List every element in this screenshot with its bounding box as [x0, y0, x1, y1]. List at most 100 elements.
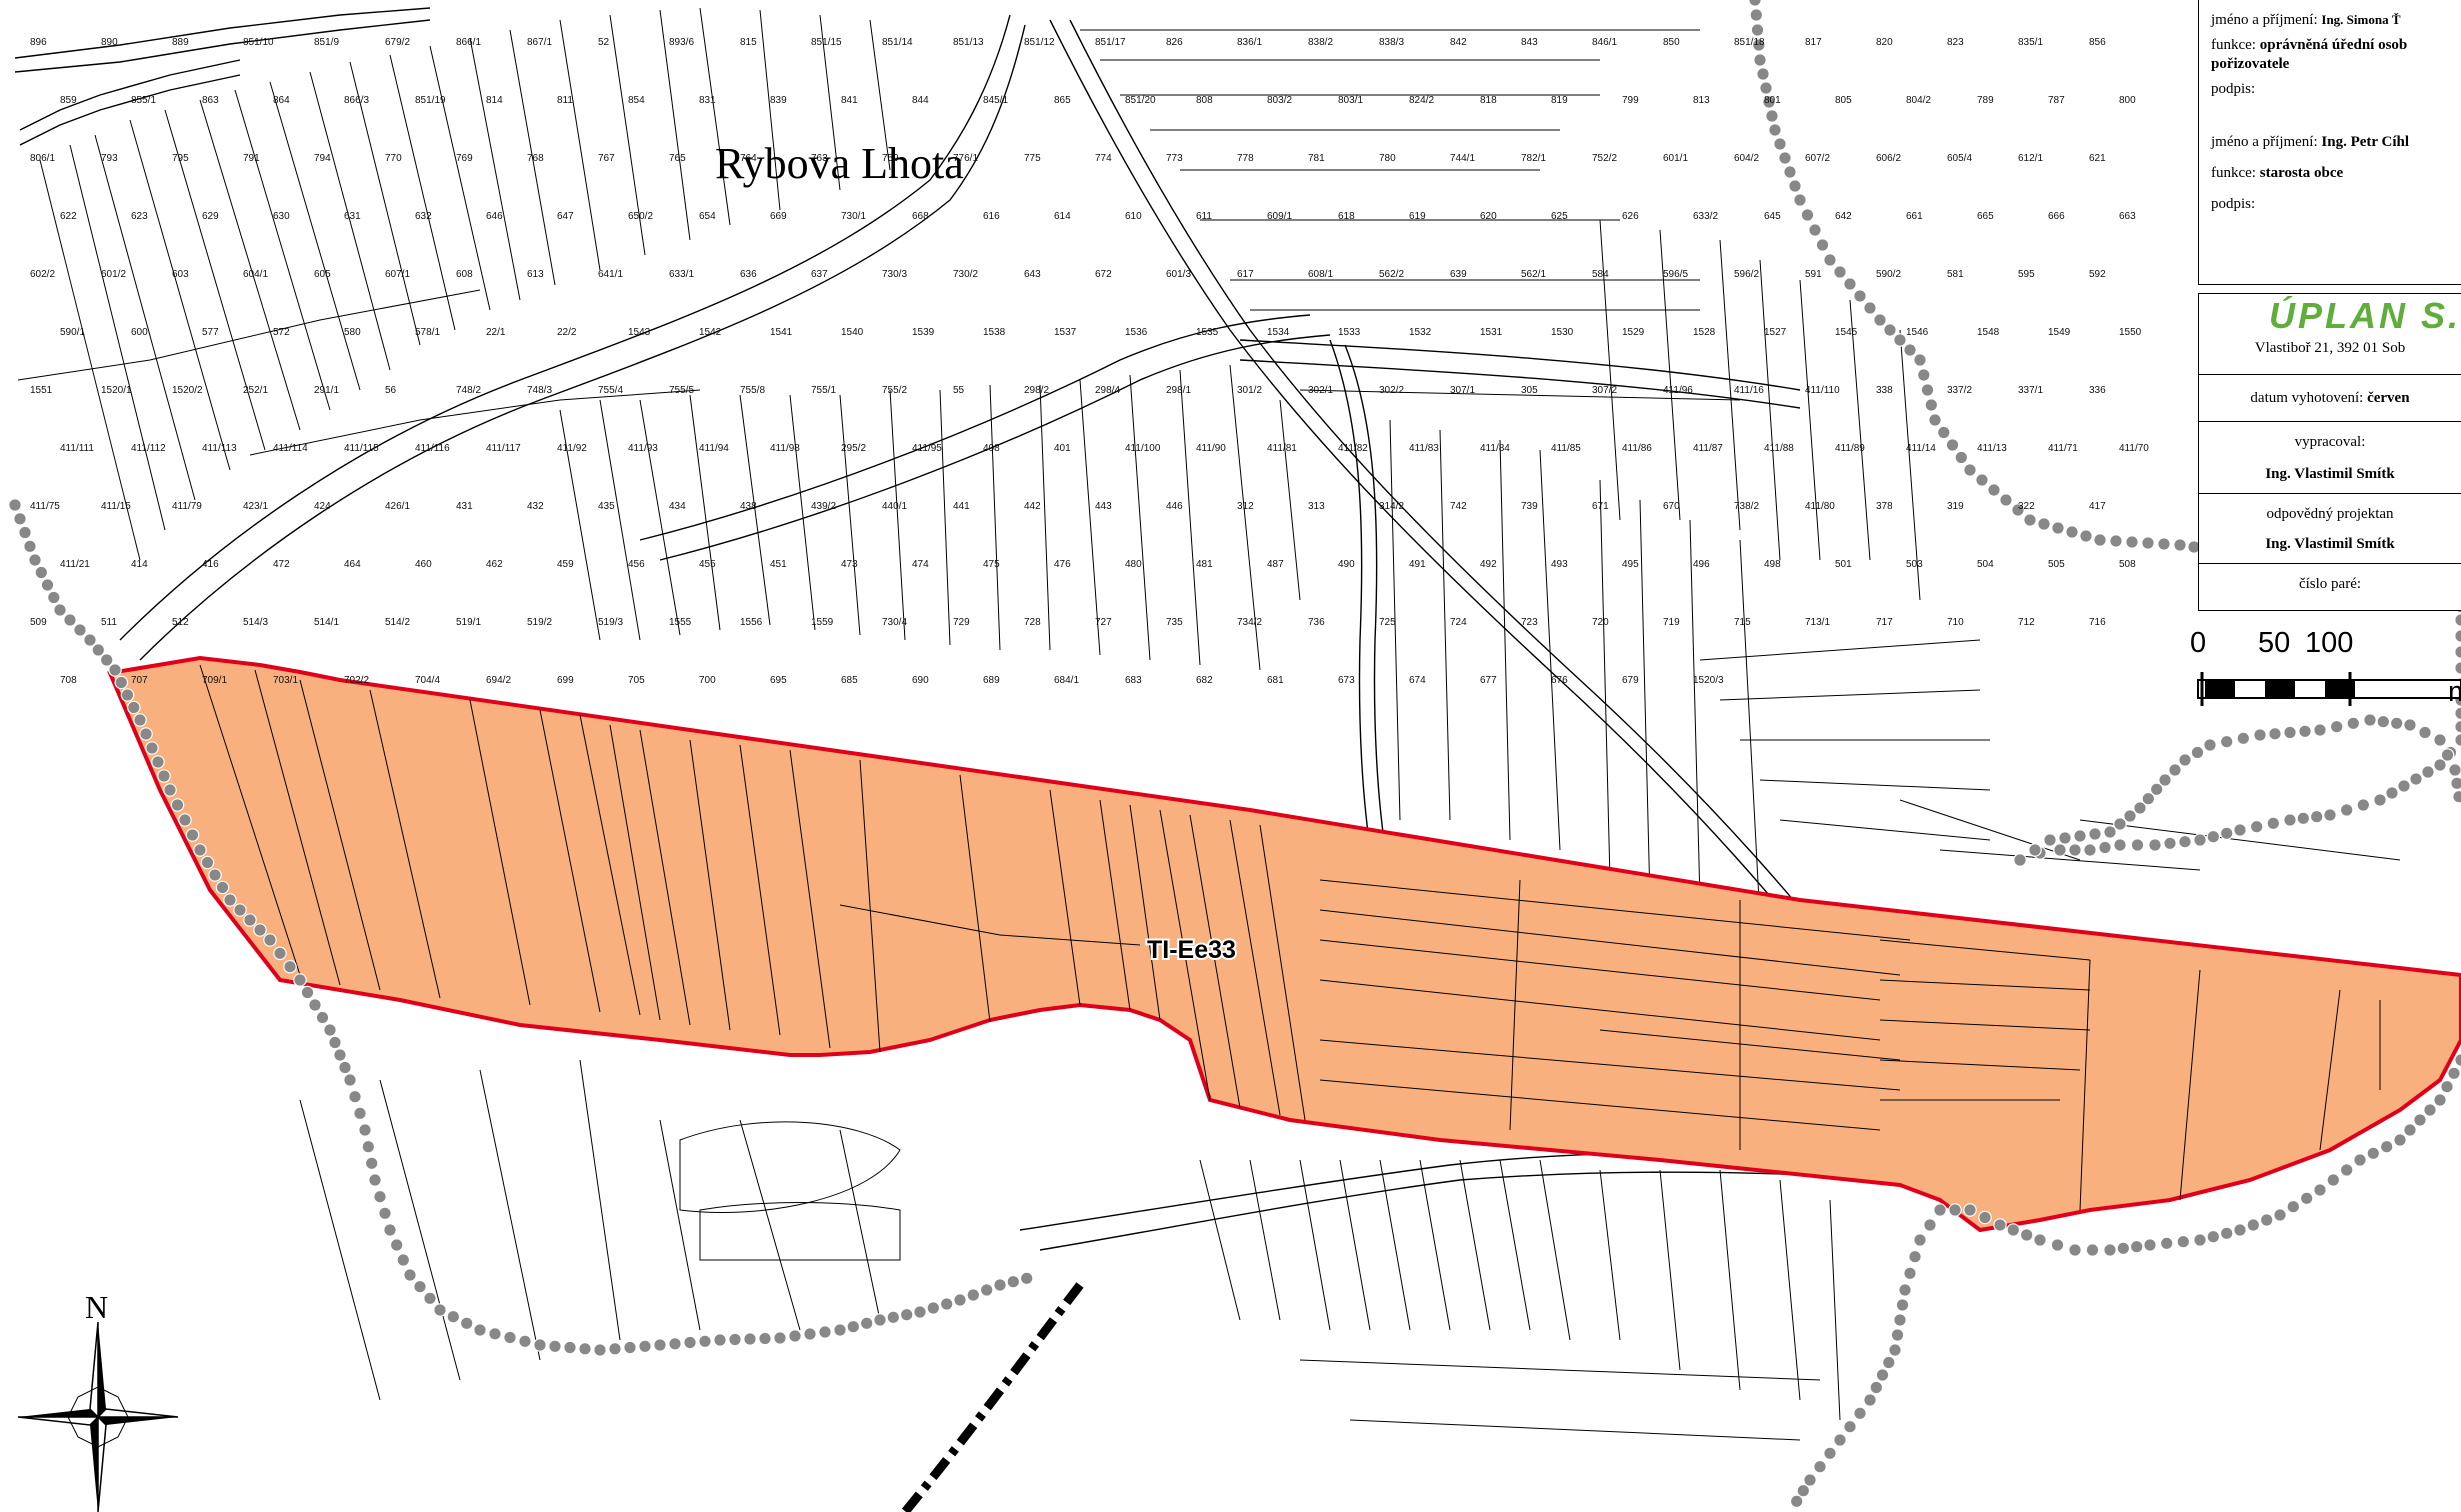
parcel-number: 411/89 [1835, 443, 1865, 454]
parcel-number: 1531 [1480, 327, 1503, 338]
parcel-number: 755/2 [882, 385, 907, 396]
parcel-number: 889 [172, 37, 189, 48]
parcel-number: 683 [1125, 675, 1142, 686]
parcel-number: 851/13 [953, 37, 984, 48]
parcel-number: 1535 [1196, 327, 1219, 338]
parcel-number: 411/92 [557, 443, 587, 454]
parcel-number: 759 [882, 153, 899, 164]
parcel-number: 619 [1409, 211, 1426, 222]
name-label-2: jméno a příjmení: [2211, 134, 2318, 150]
parcel-number: 730/3 [882, 269, 907, 280]
parcel-number: 411/82 [1338, 443, 1368, 454]
parcel-number: 411/83 [1409, 443, 1439, 454]
planning-zone-area[interactable] [107, 655, 2461, 1233]
parcel-number: 562/2 [1379, 269, 1404, 280]
parcel-number: 305 [1521, 385, 1538, 396]
parcel-number: 378 [1876, 501, 1893, 512]
parcel-number: 411/15 [101, 501, 131, 512]
parcel-number: 803/1 [1338, 95, 1363, 106]
parcel-number: 337/2 [1947, 385, 1972, 396]
company-logo: ÚPLAN S.R. [2269, 295, 2461, 336]
prepared-value: Ing. Vlastimil Smítk [2265, 466, 2395, 482]
parcel-number: 605 [314, 269, 331, 280]
parcel-number: 668 [912, 211, 929, 222]
parcel-number: 842 [1450, 37, 1467, 48]
parcel-number: 719 [1663, 617, 1680, 628]
parcel-number: 1540 [841, 327, 864, 338]
territory-boundary [8, 0, 2461, 1509]
parcel-number: 411/14 [1906, 443, 1936, 454]
parcel-number: 1520/3 [1693, 675, 1724, 686]
parcel-number: 781 [1308, 153, 1325, 164]
parcel-number: 727 [1095, 617, 1112, 628]
parcel-number: 411/113 [202, 443, 237, 454]
prepared-label: vypracoval: [2294, 434, 2366, 450]
approval-block: jméno a příjmení: Ing. Simona Ť funkce: … [2198, 0, 2461, 285]
parcel-number: 789 [1977, 95, 1994, 106]
parcel-number: 503 [1906, 559, 1923, 570]
parcel-number: 473 [841, 559, 858, 570]
parcel-number: 630 [273, 211, 290, 222]
parcel-number: 893/6 [669, 37, 694, 48]
parcel-number: 601/3 [1166, 269, 1191, 280]
zone-parcel-boundaries [199, 664, 2381, 1211]
parcel-number: 723 [1521, 617, 1538, 628]
parcel-number: 411/85 [1551, 443, 1581, 454]
parcel-number: 455 [699, 559, 716, 570]
parcel-number: 665 [1977, 211, 1994, 222]
parcel-number: 817 [1805, 37, 1822, 48]
parcel-number: 808 [1196, 95, 1213, 106]
parcel-number: 730/2 [953, 269, 978, 280]
parcel-number: 720 [1592, 617, 1609, 628]
parcel-number: 824/2 [1409, 95, 1434, 106]
parcel-number: 748/2 [456, 385, 481, 396]
parcel-number: 601/2 [101, 269, 126, 280]
parcel-number: 55 [953, 385, 965, 396]
parcel-number: 677 [1480, 675, 1497, 686]
parcel-number: 1545 [1835, 327, 1858, 338]
prepared-row: vypracoval: Ing. Vlastimil Smítk [2199, 422, 2461, 494]
parcel-number: 739 [1521, 501, 1538, 512]
parcel-number: 596/2 [1734, 269, 1759, 280]
parcel-number: 451 [770, 559, 787, 570]
parcel-number: 735 [1166, 617, 1183, 628]
parcel-number: 491 [1409, 559, 1426, 570]
parcel-number: 637 [811, 269, 828, 280]
parcel-number: 704/4 [415, 675, 440, 686]
parcel-number: 423/1 [243, 501, 268, 512]
parcel-number: 417 [2089, 501, 2106, 512]
parcel-number: 730/1 [841, 211, 866, 222]
parcel-number: 738/2 [1734, 501, 1759, 512]
signature-label-2: podpis: [2211, 196, 2256, 212]
parcel-number: 408 [983, 443, 1000, 454]
name-label-1: jméno a příjmení: [2211, 12, 2318, 28]
parcel-number: 298/4 [1095, 385, 1120, 396]
parcel-number: 411/86 [1622, 443, 1652, 454]
parcel-number: 764 [740, 153, 757, 164]
parcel-number: 752/2 [1592, 153, 1617, 164]
parcel-number: 459 [557, 559, 574, 570]
parcel-number: 411/13 [1977, 443, 2007, 454]
parcel-number: 595 [2018, 269, 2035, 280]
parcel-number: 670 [1663, 501, 1680, 512]
railway-line [901, 1282, 1084, 1512]
parcel-number: 676 [1551, 675, 1568, 686]
parcel-number: 621 [2089, 153, 2106, 164]
parcel-number: 426/1 [385, 501, 410, 512]
parcel-number: 815 [740, 37, 757, 48]
scale-bar [2197, 672, 2461, 706]
parcel-number: 1520/2 [172, 385, 203, 396]
parcel-number: 755/4 [598, 385, 623, 396]
parcel-number: 782/1 [1521, 153, 1546, 164]
function-value-1: oprávněná úřední osob [2259, 37, 2408, 53]
copy-row: číslo paré: [2199, 564, 2461, 610]
parcel-number: 411/114 [273, 443, 308, 454]
parcel-number: 610 [1125, 211, 1142, 222]
parcel-number: 337/1 [2018, 385, 2043, 396]
parcel-number: 434 [669, 501, 686, 512]
parcel-number: 462 [486, 559, 503, 570]
parcel-number: 843 [1521, 37, 1538, 48]
parcel-number: 509 [30, 617, 47, 628]
parcel-number: 636 [740, 269, 757, 280]
parcel-number: 674 [1409, 675, 1426, 686]
